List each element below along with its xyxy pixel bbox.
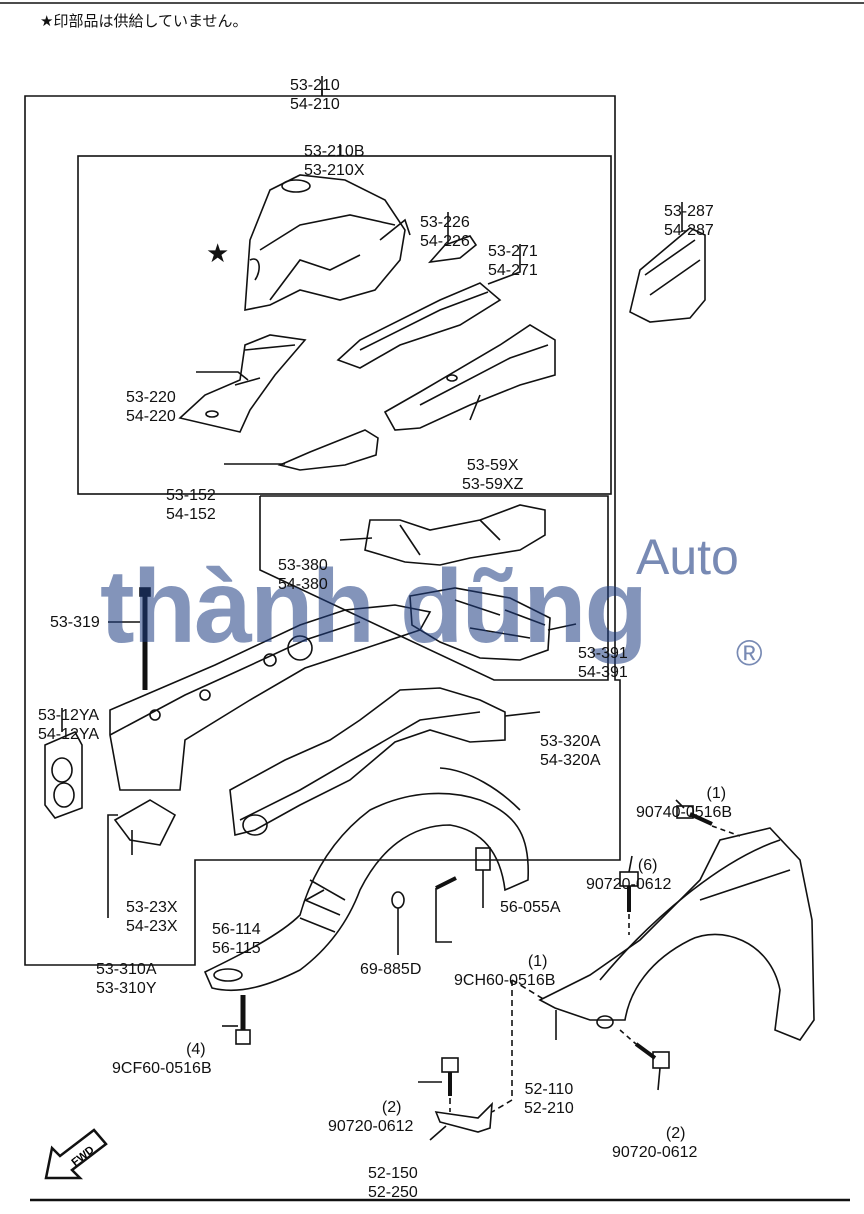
bracket-53-391 bbox=[409, 587, 551, 661]
star-marker-icon: ★ bbox=[206, 239, 229, 269]
apron-53-320a bbox=[229, 687, 506, 836]
watermark-brand: thành dũng bbox=[100, 549, 648, 665]
inner-assembly-frame bbox=[77, 155, 612, 495]
front-fender bbox=[538, 827, 815, 1041]
clip-69-885d bbox=[391, 891, 405, 955]
bracket-53-226 bbox=[427, 235, 478, 264]
label-56-055a: 56-055A bbox=[500, 899, 561, 916]
label-9cf60: (4)9CF60-0516B bbox=[112, 1041, 212, 1077]
bracket-53-287 bbox=[629, 227, 706, 323]
label-69-885d: 69-885D bbox=[360, 961, 422, 978]
bolt-90720-right bbox=[619, 1029, 670, 1069]
outer-assembly-frame bbox=[24, 88, 621, 966]
screw-9cf60 bbox=[235, 995, 251, 1045]
bracket-53-152 bbox=[277, 429, 379, 471]
apron-upper-part bbox=[244, 174, 411, 311]
label-90720-top: (6)90720-0612 bbox=[586, 857, 672, 893]
clip-56-055a bbox=[475, 847, 491, 871]
front-side-member bbox=[109, 604, 432, 791]
bolt-90740 bbox=[676, 805, 741, 837]
supply-note: ★印部品は供給していません。 bbox=[40, 12, 248, 30]
bracket-52-150 bbox=[434, 1057, 493, 1133]
fwd-arrow-icon: FWD bbox=[44, 1128, 108, 1180]
dashed-leaders bbox=[449, 979, 546, 1113]
watermark-suffix: Auto bbox=[636, 529, 739, 585]
gasket-53-12ya bbox=[44, 730, 83, 819]
label-90720-left: (2)90720-0612 bbox=[328, 1099, 414, 1135]
box-53-380 bbox=[259, 495, 609, 681]
watermark-registered-icon: ® bbox=[736, 632, 763, 673]
label-90720-right: (2)90720-0612 bbox=[612, 1125, 698, 1161]
rail-53-271 bbox=[336, 282, 502, 369]
label-9ch60: (1)9CH60-0516B bbox=[454, 953, 556, 989]
bracket-53-220 bbox=[178, 334, 307, 433]
label-53-319: 53-319 bbox=[50, 614, 100, 631]
screw-9ch60 bbox=[435, 876, 457, 943]
label-90740: (1)90740-0516B bbox=[636, 785, 733, 821]
member-53-380 bbox=[364, 504, 546, 566]
bracket-53-23x bbox=[113, 799, 177, 846]
leader-lines bbox=[61, 76, 685, 1141]
bolt-53-319 bbox=[139, 587, 151, 690]
mudguard-56-114 bbox=[203, 767, 530, 992]
rail-53-59x bbox=[383, 324, 556, 431]
